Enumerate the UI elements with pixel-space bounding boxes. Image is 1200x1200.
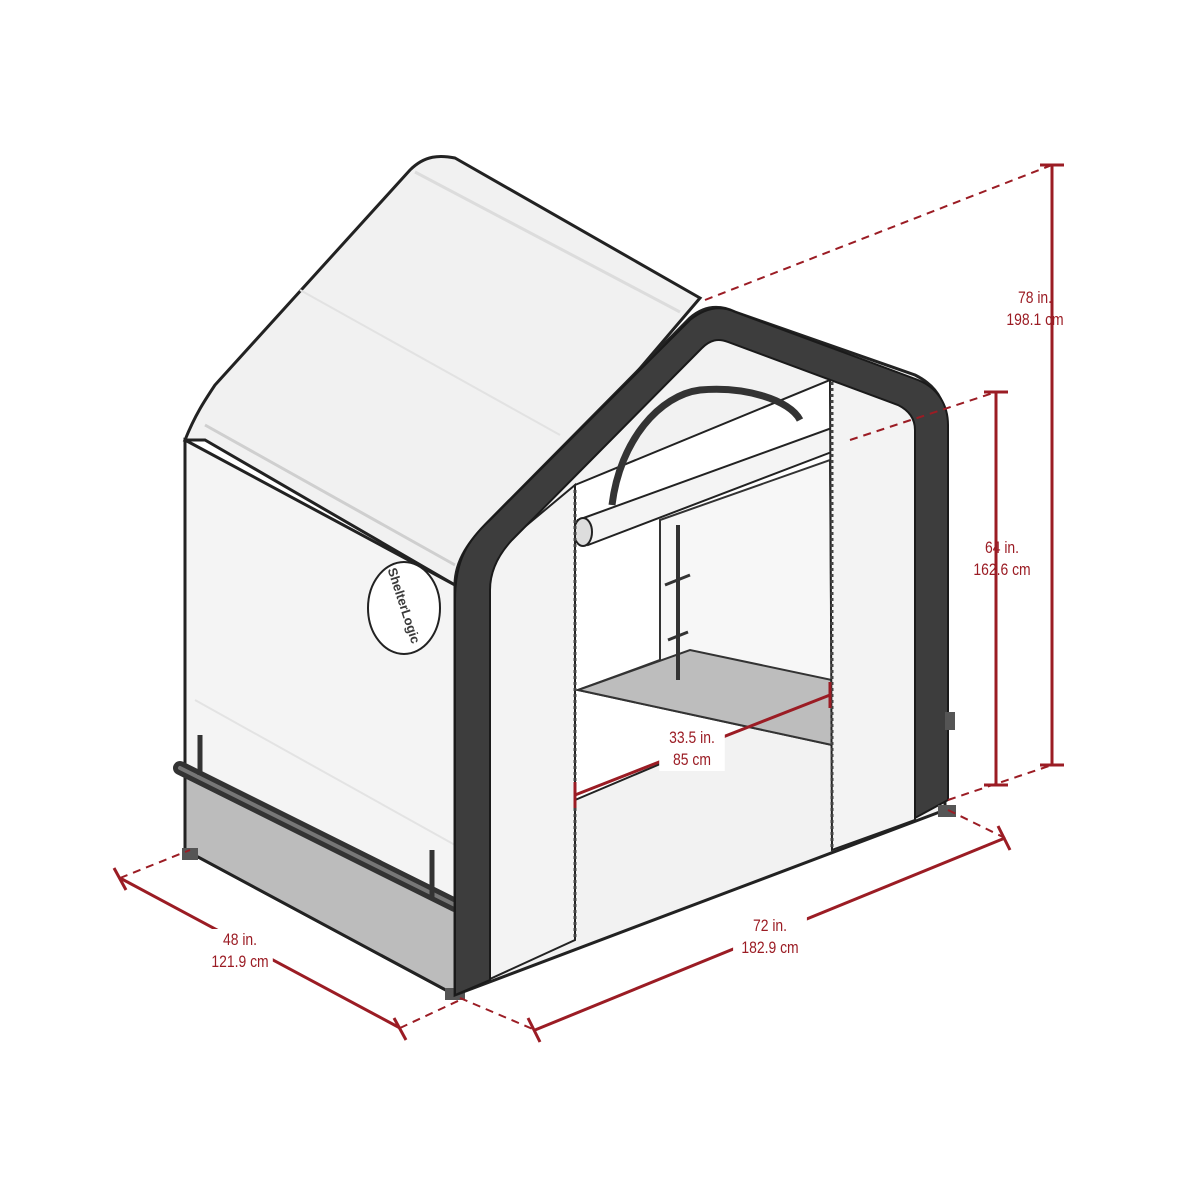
width-label: 72 in. 182.9 cm [733, 915, 807, 959]
door-width-metric: 85 cm [673, 750, 711, 769]
brand-logo-badge [367, 561, 441, 655]
width-imperial: 72 in. [752, 916, 788, 935]
shelter-side [173, 155, 703, 1000]
depth-imperial: 48 in. [222, 930, 258, 949]
height-label: 78 in. 198.1 cm [1002, 287, 1068, 331]
width-metric: 182.9 cm [741, 938, 799, 957]
height-metric: 198.1 cm [1006, 310, 1064, 329]
door-height-metric: 162.6 cm [973, 560, 1031, 579]
brand-logo: ShelterLogic [366, 560, 442, 656]
shelter-front [453, 305, 956, 998]
brand-logo-text: ShelterLogic [384, 565, 424, 646]
depth-label: 48 in. 121.9 cm [207, 929, 273, 973]
door-width-imperial: 33.5 in. [669, 728, 715, 747]
depth-metric: 121.9 cm [211, 952, 269, 971]
height-imperial: 78 in. [1017, 288, 1053, 307]
door-height-imperial: 64 in. [984, 538, 1020, 557]
door-height-label: 64 in. 162.6 cm [969, 537, 1035, 581]
door-width-label: 33.5 in. 85 cm [659, 727, 725, 771]
